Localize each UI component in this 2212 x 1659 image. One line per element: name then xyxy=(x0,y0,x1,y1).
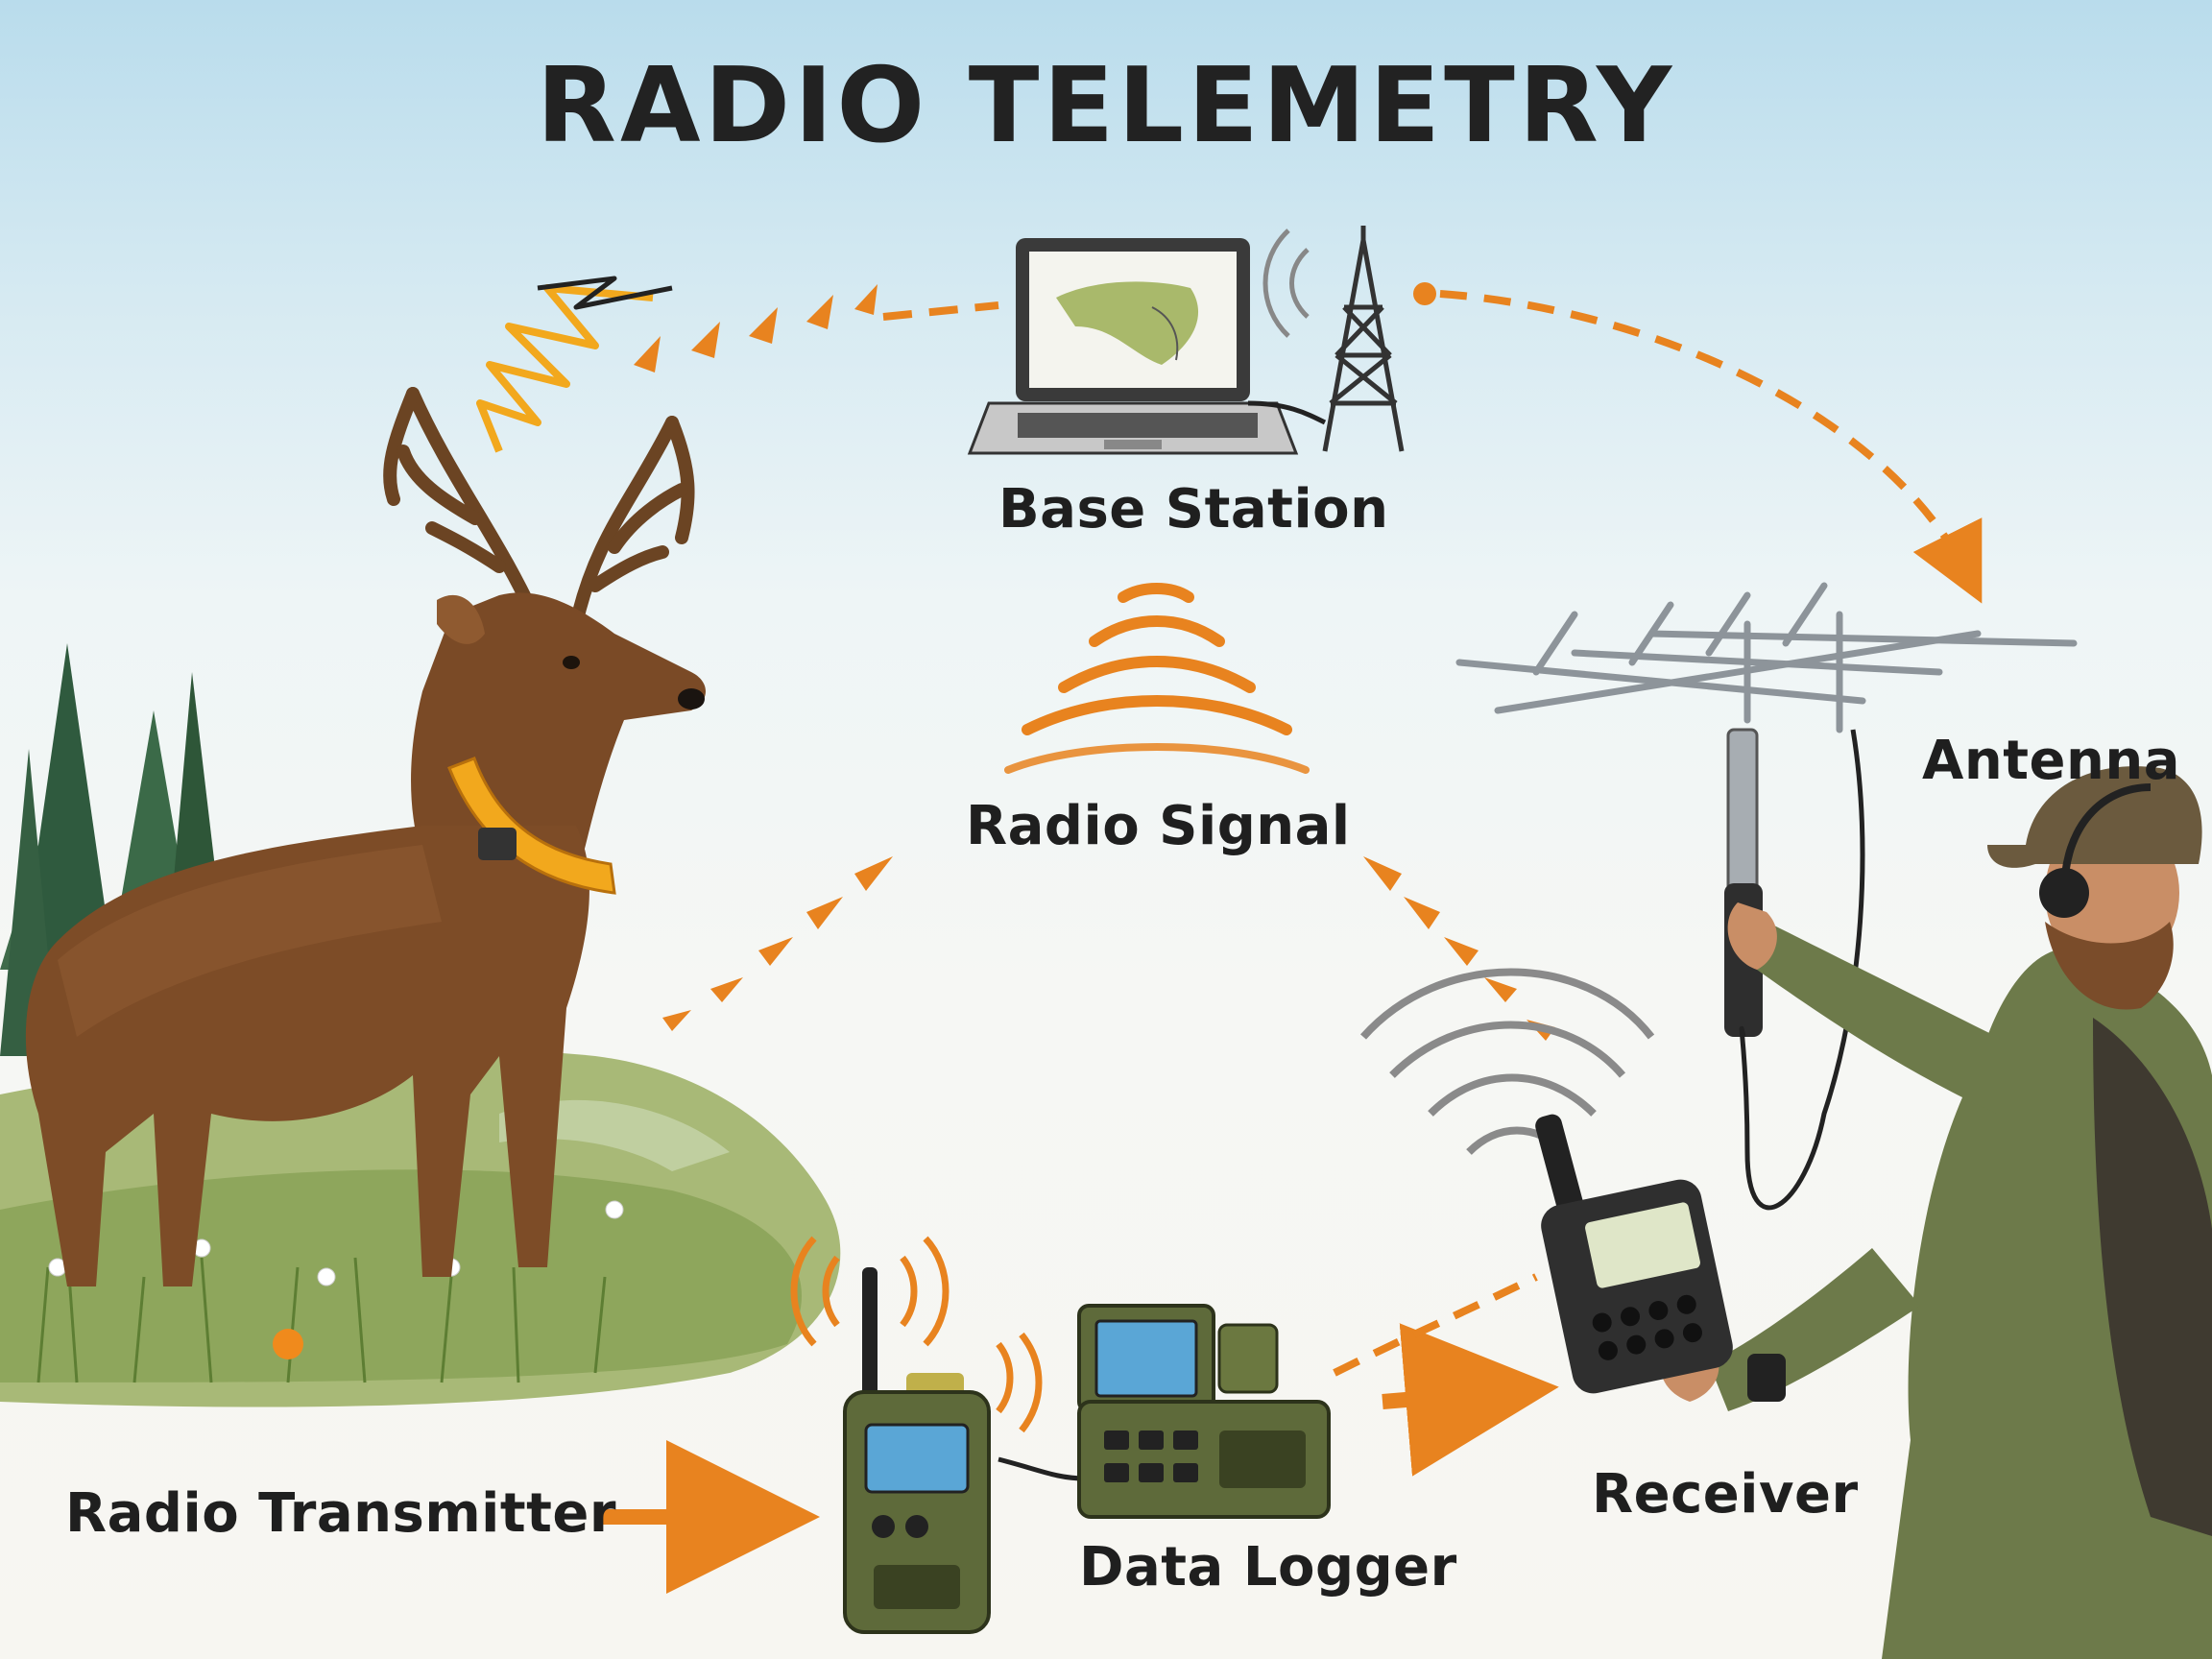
page-title: RADIO TELEMETRY xyxy=(536,46,1676,166)
collar-icon xyxy=(447,757,616,895)
deer-icon xyxy=(25,387,706,1286)
signal-chevrons-top xyxy=(634,284,878,373)
radio-tower-icon xyxy=(1322,226,1405,452)
dashed-link-logger-receiver xyxy=(1333,1273,1538,1377)
walkie-talkie-icon xyxy=(843,1267,991,1634)
yagi-antenna-icon xyxy=(1455,582,2078,733)
signal-waves-icon xyxy=(1004,583,1310,774)
laptop-icon xyxy=(967,238,1299,455)
dashed-link-top-left xyxy=(882,301,999,321)
signal-chevrons-right xyxy=(1363,856,1555,1041)
signal-chevrons-left xyxy=(662,856,893,1031)
label-receiver: Receiver xyxy=(1592,1463,1859,1526)
label-antenna: Antenna xyxy=(1922,730,2180,792)
data-logger-icon xyxy=(998,1304,1331,1519)
label-radio-transmitter: Radio Transmitter xyxy=(65,1482,616,1545)
signal-zigzag-icon xyxy=(476,276,673,453)
tower-wave-icon xyxy=(1262,228,1310,338)
label-radio-signal: Radio Signal xyxy=(966,795,1351,857)
handheld-receiver-icon xyxy=(1535,1114,1733,1394)
walkie-waves-icon xyxy=(790,1236,1043,1433)
cable-laptop-tower xyxy=(1247,400,1327,425)
receiver-waves-icon xyxy=(1360,968,1655,1155)
label-data-logger: Data Logger xyxy=(1079,1536,1457,1599)
dashed-arc-right xyxy=(1413,282,1983,604)
researcher-icon xyxy=(1660,766,2212,1659)
arrow-logger-to-receiver xyxy=(1382,1323,1559,1477)
label-base-station: Base Station xyxy=(998,478,1389,541)
